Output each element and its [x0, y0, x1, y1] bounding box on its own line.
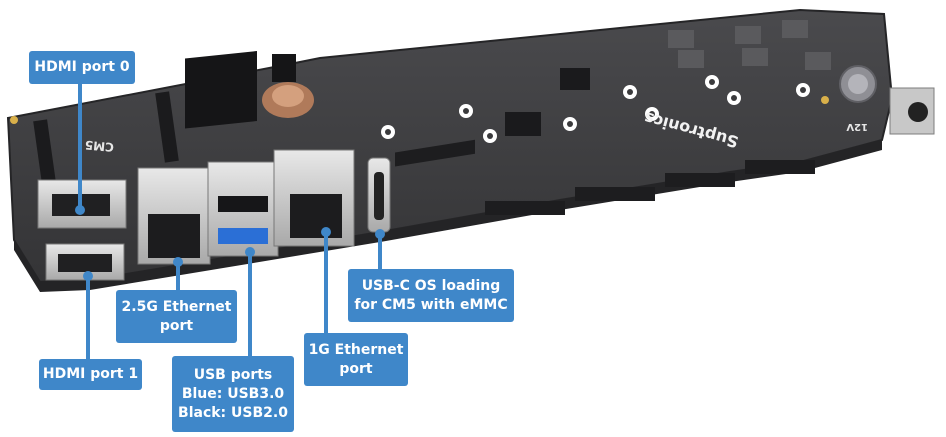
edge-connectors [395, 139, 815, 215]
ethernet-2-5g-port [137, 167, 211, 265]
leader-lines [75, 84, 385, 359]
cm5-sockets: CM5 [33, 91, 179, 191]
callout-usb-c: USB-C OS loading for CM5 with eMMC [348, 269, 514, 322]
callout-line: USB-C OS loading [361, 277, 501, 294]
rtc-battery [262, 82, 314, 118]
hdmi-port-1 [45, 243, 125, 281]
callout-line: 2.5G Ethernet [121, 298, 232, 315]
callout-line: 1G Ethernet [308, 341, 404, 358]
mounting-holes [10, 75, 829, 143]
callout-hdmi-port-1: HDMI port 1 [39, 359, 142, 390]
callout-ethernet-1g: 1G Ethernet port [304, 333, 408, 386]
callout-line: Black: USB2.0 [178, 404, 288, 421]
usb-ports [207, 161, 279, 257]
module-label: CM5 [84, 138, 114, 154]
callout-line: HDMI port 0 [34, 59, 130, 75]
components: 12V [505, 20, 935, 136]
callout-line: port [339, 360, 373, 377]
gpio-header [185, 50, 296, 129]
usb-c-port [367, 157, 391, 233]
callout-usb-ports: USB ports Blue: USB3.0 Black: USB2.0 [172, 356, 294, 432]
callout-line: for CM5 with eMMC [354, 296, 508, 313]
callout-hdmi-port-0: HDMI port 0 [29, 51, 135, 84]
callout-ethernet-2-5g: 2.5G Ethernet port [116, 290, 237, 343]
ethernet-1g-port [273, 149, 355, 247]
callout-line: HDMI port 1 [42, 366, 139, 382]
callout-line: port [159, 317, 194, 334]
callout-line: Blue: USB3.0 [181, 385, 285, 402]
callout-line: USB ports [193, 366, 273, 383]
voltage-label: 12V [846, 121, 868, 132]
